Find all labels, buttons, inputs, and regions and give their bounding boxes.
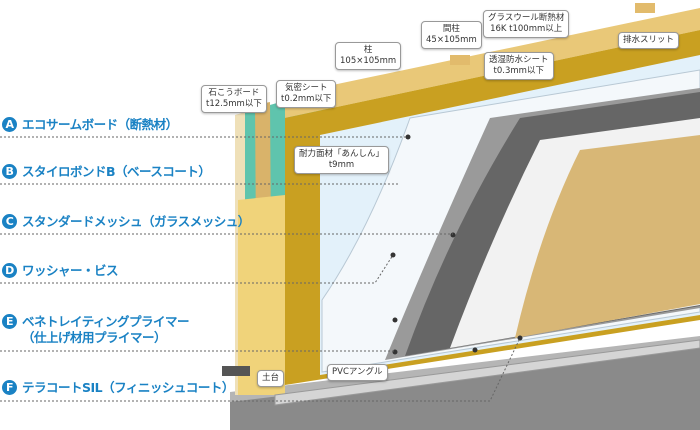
badge-a: A (2, 117, 17, 132)
stud (450, 55, 470, 65)
legend-item-c: C スタンダードメッシュ（ガラスメッシュ） (2, 214, 250, 230)
callout-line: 石こうボード (208, 88, 260, 98)
legend-label: テラコートSIL（フィニッシュコート） (22, 380, 234, 395)
legend-label: スタンダードメッシュ（ガラスメッシュ） (22, 214, 250, 229)
callout-line: t12.5mm以下 (206, 99, 262, 109)
callout-line: 柱 (363, 45, 373, 55)
callout-line: 気密シート (284, 83, 328, 93)
screw (405, 134, 411, 140)
stud (635, 3, 655, 13)
callout-line: 耐力面材「あんしん」 (299, 149, 385, 159)
screw (450, 232, 456, 238)
leader-lines (0, 136, 521, 402)
badge-d: D (2, 263, 17, 278)
badge-b: B (2, 164, 17, 179)
badge-e: E (2, 314, 17, 329)
callout-line: PVCアングル (332, 367, 383, 377)
callout-line: t9mm (328, 160, 355, 170)
legend-item-b: B スタイロボンドB（ベースコート） (2, 164, 211, 180)
callout-line: 排水スリット (623, 35, 675, 45)
callout-drain: 排水スリット (618, 32, 680, 49)
callout-line: グラスウール断熱材 (488, 13, 565, 23)
callout-pvc: PVCアングル (327, 364, 388, 381)
leader-d (0, 254, 394, 284)
legend-label: スタイロボンドB（ベースコート） (22, 164, 211, 179)
glass-wool (238, 195, 285, 395)
callout-line: 透湿防水シート (489, 55, 549, 65)
legend-label-line2: （仕上げ材用プライマー） (22, 330, 167, 345)
callout-line: 105×105mm (340, 56, 397, 66)
pvc-angle (274, 339, 700, 406)
legend-item-a: A エコサームボード（断熱材） (2, 117, 178, 133)
screw (472, 347, 478, 353)
screw (392, 317, 398, 323)
screw (392, 349, 398, 355)
badge-c: C (2, 214, 17, 229)
legend-label: エコサームボード（断熱材） (22, 117, 178, 132)
callout-line: t0.3mm以下 (493, 66, 544, 76)
callout-line: 間柱 (442, 24, 460, 34)
callout-line: 16K t100mm以上 (490, 24, 563, 34)
legend-label: ベネトレイティングプライマー (22, 314, 190, 329)
badge-f: F (2, 380, 17, 395)
legend-item-f: F テラコートSIL（フィニッシュコート） (2, 380, 234, 396)
screw (517, 335, 523, 341)
callout-panel: 耐力面材「あんしん」t9mm (294, 146, 390, 174)
callout-sill: 土台 (257, 370, 285, 387)
finish-coat (515, 135, 700, 338)
legend-item-d: D ワッシャー・ビス (2, 263, 119, 279)
leader-f (0, 337, 521, 402)
legend-label: ワッシャー・ビス (22, 263, 119, 278)
legend-item-e: E ベネトレイティングプライマー（仕上げ材用プライマー） (2, 314, 190, 346)
callout-line: 45×105mm (426, 35, 477, 45)
callout-line: 土台 (262, 373, 280, 383)
sill-metal (222, 366, 250, 376)
callout-line: t0.2mm以下 (281, 94, 332, 104)
